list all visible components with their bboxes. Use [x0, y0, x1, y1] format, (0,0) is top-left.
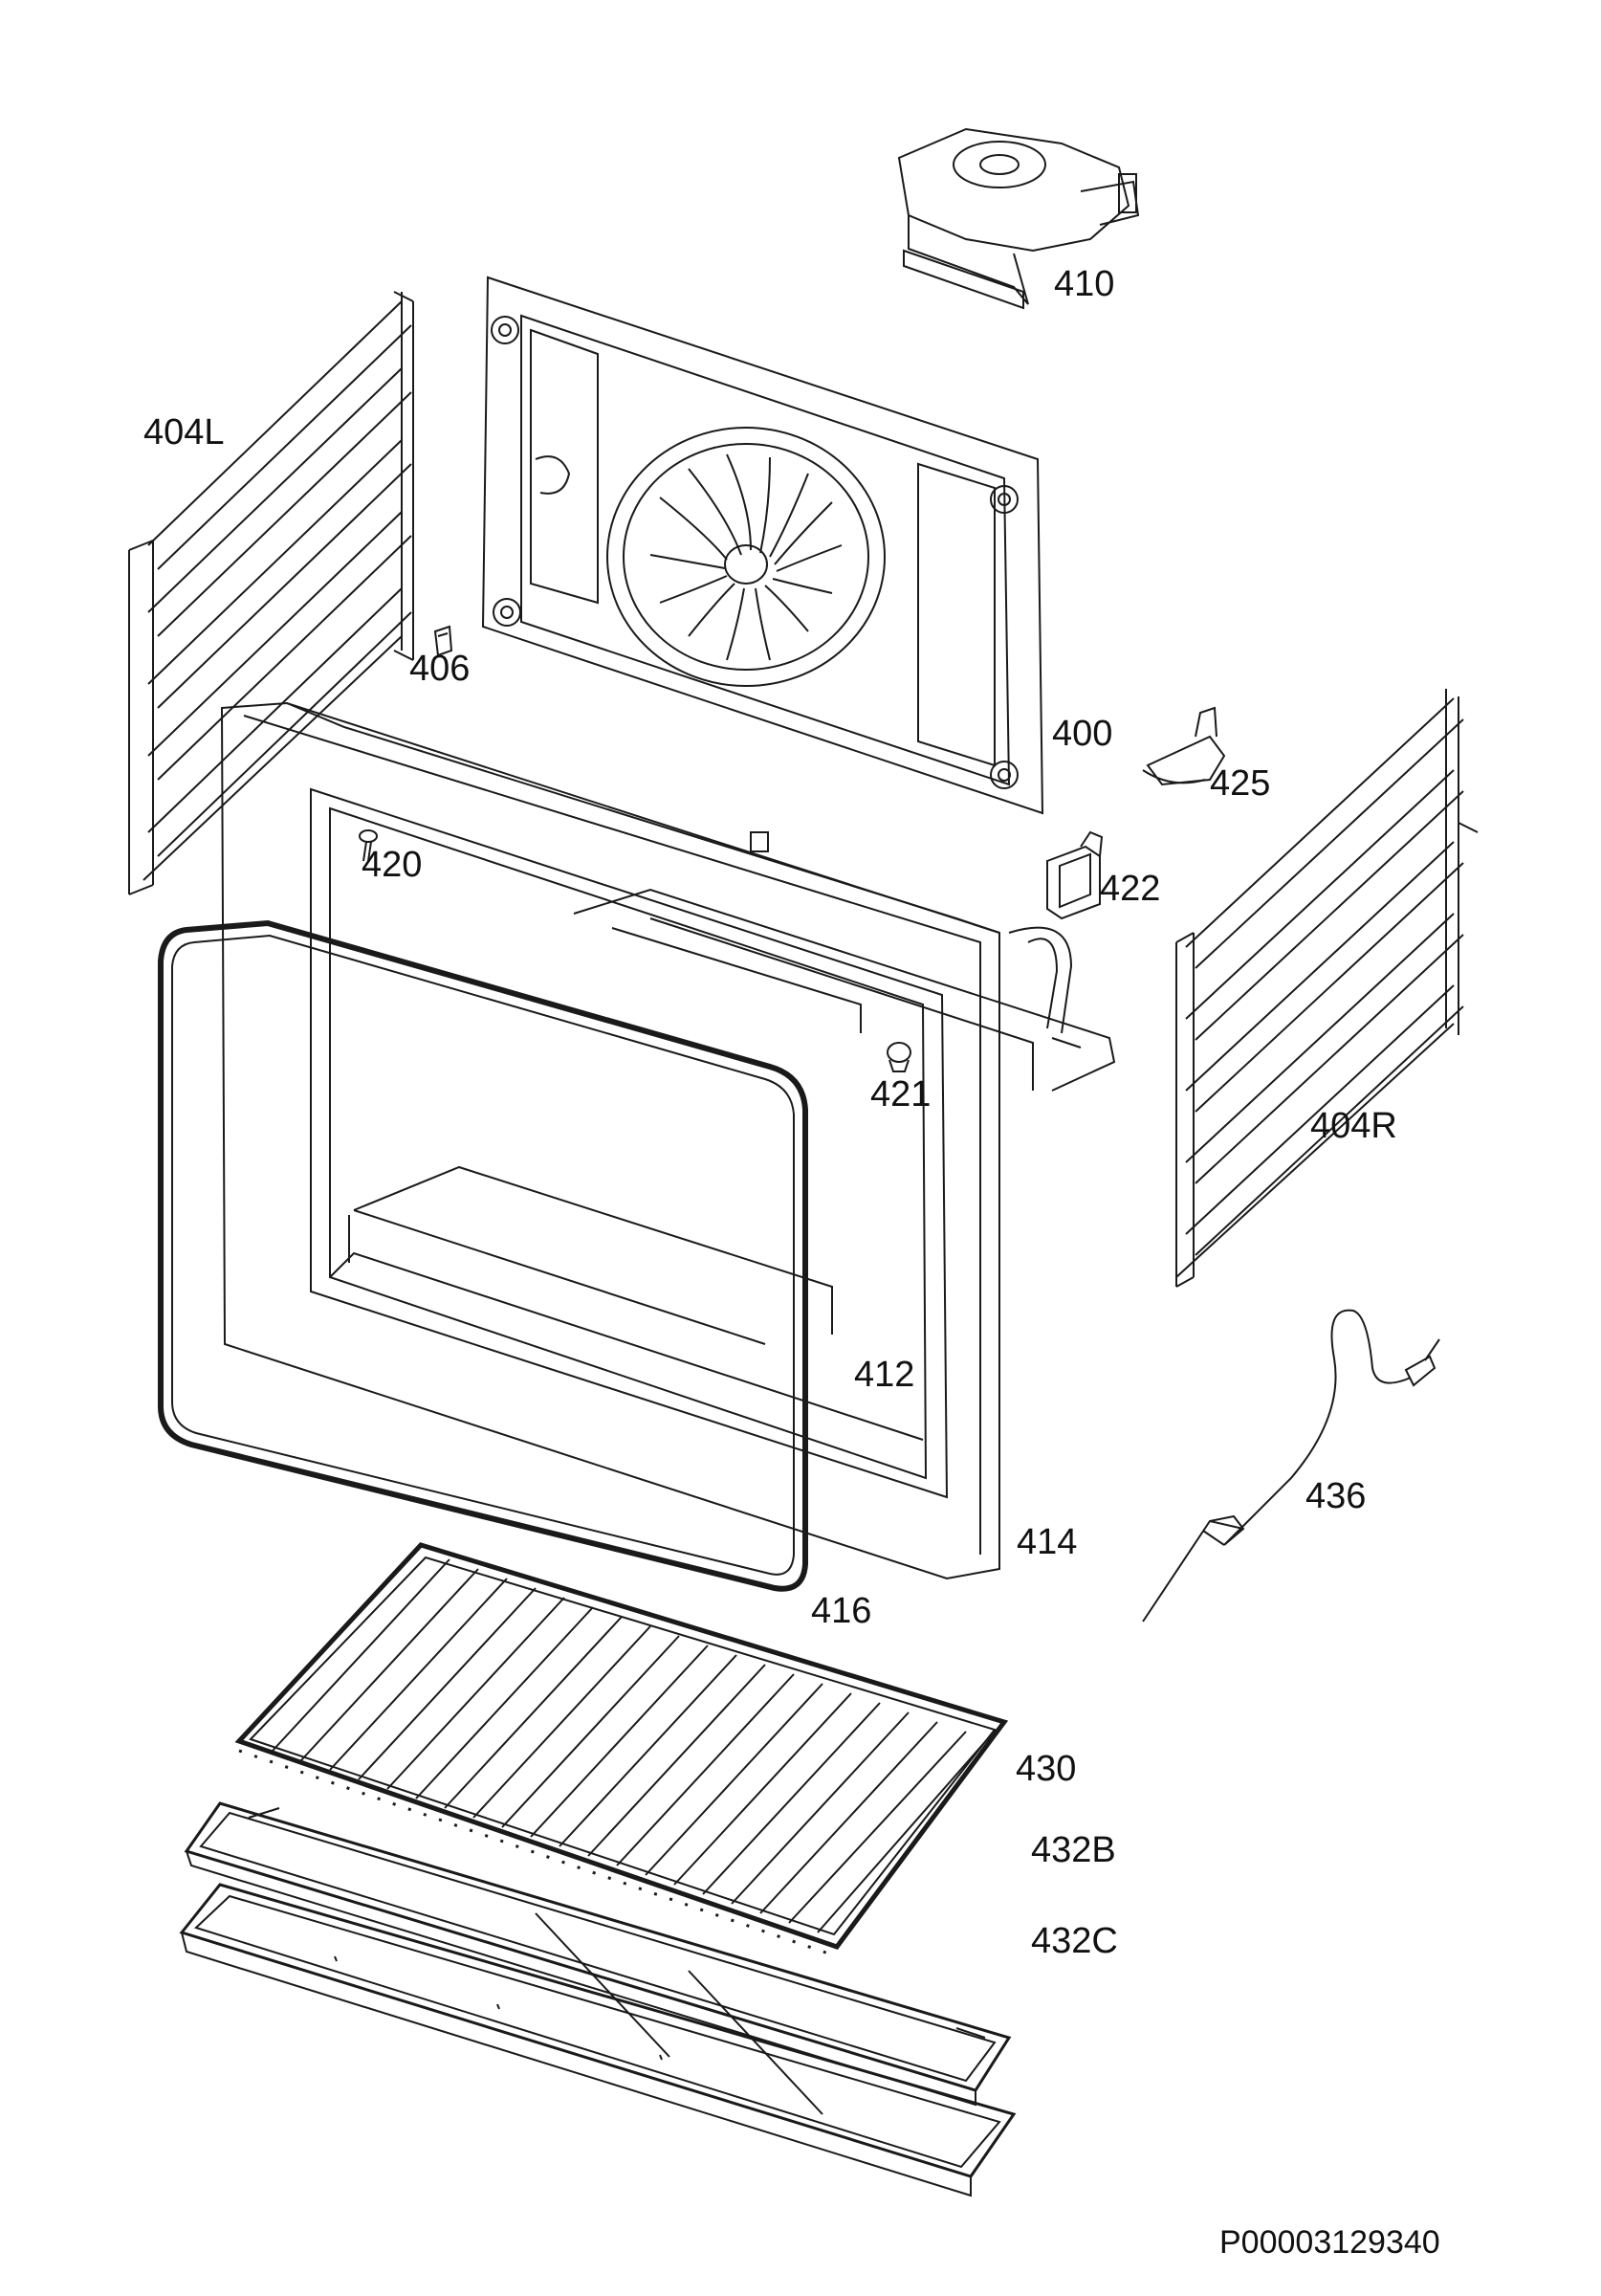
label-412: 412 — [854, 1355, 915, 1395]
part-414-oven-cavity — [222, 703, 1114, 1578]
label-420: 420 — [362, 845, 423, 885]
label-430: 430 — [1016, 1749, 1077, 1789]
document-code: P00003129340 — [1219, 2224, 1440, 2261]
label-410: 410 — [1054, 264, 1115, 304]
part-422-lamp-holder — [1047, 832, 1102, 918]
part-400-rear-panel — [483, 277, 1042, 813]
part-436-temperature-probe — [1143, 1311, 1439, 1622]
part-404R-right-shelf-support — [1176, 689, 1478, 1287]
part-430-oven-rack — [239, 1545, 1004, 1956]
label-414: 414 — [1017, 1522, 1078, 1562]
label-432C: 432C — [1031, 1921, 1118, 1961]
label-400: 400 — [1052, 714, 1113, 754]
label-404L: 404L — [143, 412, 225, 453]
label-404R: 404R — [1310, 1106, 1397, 1146]
part-404L-left-shelf-support — [129, 292, 413, 894]
part-406-clip — [435, 627, 451, 655]
label-406: 406 — [409, 649, 471, 689]
label-416: 416 — [811, 1591, 872, 1631]
part-421-fitting — [888, 1043, 910, 1071]
part-432C-deep-tray — [182, 1885, 1014, 2196]
label-425: 425 — [1210, 763, 1271, 804]
label-432B: 432B — [1031, 1830, 1116, 1870]
part-425-lamp-cover — [1143, 708, 1224, 784]
label-421: 421 — [870, 1074, 932, 1115]
part-410-fan-motor — [899, 129, 1138, 308]
part-416-door-seal — [161, 923, 805, 1589]
part-420-screw — [360, 830, 377, 861]
label-436: 436 — [1305, 1476, 1367, 1516]
label-422: 422 — [1100, 869, 1161, 909]
part-432B-shallow-tray — [186, 1803, 1009, 2105]
